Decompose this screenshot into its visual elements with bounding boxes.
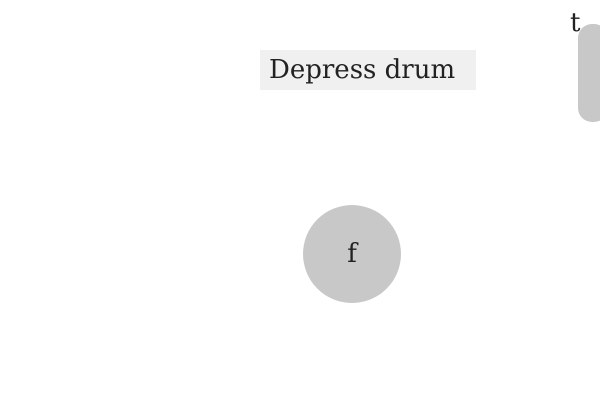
edge-key-label: t — [570, 8, 581, 38]
drum-key-label: f — [347, 239, 357, 269]
edge-panel-button[interactable] — [578, 24, 600, 122]
drum-button[interactable]: f — [303, 205, 401, 303]
instruction-label: Depress drum — [260, 50, 476, 90]
